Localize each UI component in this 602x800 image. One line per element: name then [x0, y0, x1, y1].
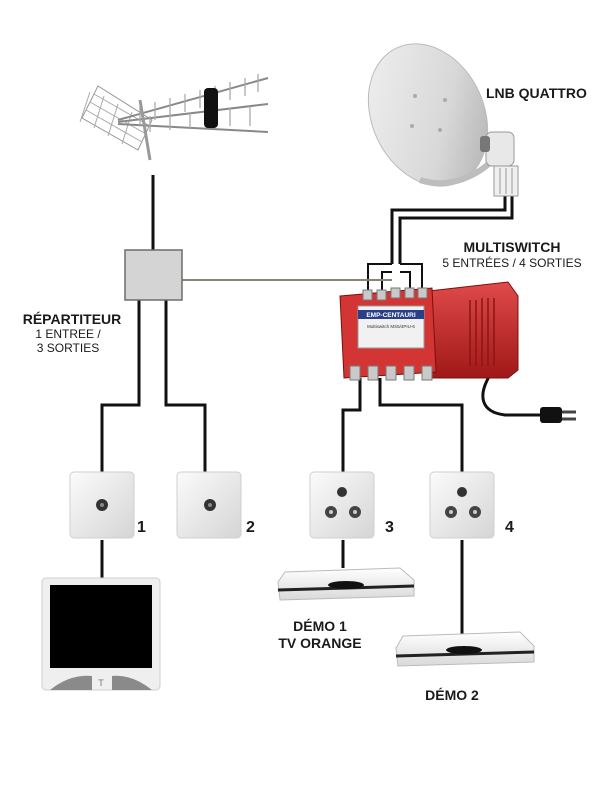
tv-screen — [50, 585, 152, 668]
outlet-number-2: 2 — [246, 519, 255, 536]
wall-outlet-2 — [176, 471, 242, 539]
cable-splitter-outlet2 — [164, 300, 207, 472]
lnb-quattro — [480, 131, 519, 197]
set-top-box-demo1 — [277, 567, 415, 601]
multiswitch-model: Multiswitch MS5/4PIU-6 — [367, 324, 415, 329]
label-splitter: RÉPARTITEUR — [23, 311, 122, 327]
terrestrial-antenna — [79, 74, 269, 161]
power-plug — [540, 407, 576, 423]
wall-outlet-4 — [429, 471, 495, 539]
label-multiswitch-ports: 5 ENTRÉES / 4 SORTIES — [442, 255, 581, 270]
label-demo1-tv-orange: TV ORANGE — [278, 635, 361, 651]
multiswitch-brand: EMP-CENTAURI — [366, 312, 416, 319]
cable-lnb-multiswitch-b — [398, 195, 514, 264]
multiswitch-input-jumpers — [367, 263, 423, 292]
cable-ms-outlet4 — [378, 378, 464, 472]
outlet-number-1: 1 — [137, 519, 146, 536]
outlet-number-3: 3 — [385, 519, 394, 536]
label-splitter-line1: 1 ENTREE / — [35, 327, 101, 341]
cable-splitter-outlet1 — [100, 300, 141, 472]
power-cord — [481, 374, 540, 417]
satellite-dish — [367, 43, 519, 197]
cables — [100, 175, 540, 636]
antenna-balun — [204, 88, 218, 128]
label-lnb-quattro: LNB QUATTRO — [486, 85, 587, 101]
outlet-number-4: 4 — [505, 519, 514, 536]
label-multiswitch: MULTISWITCH — [464, 239, 561, 255]
dish-reflector — [367, 43, 489, 187]
label-splitter-line2: 3 SORTIES — [37, 341, 99, 355]
antenna-reflector — [81, 85, 153, 151]
set-top-box-demo2 — [395, 631, 535, 667]
wall-outlet-1 — [69, 471, 135, 539]
label-demo2: DÉMO 2 — [425, 687, 479, 703]
label-demo1: DÉMO 1 — [293, 618, 347, 634]
television: T — [41, 577, 161, 691]
multiswitch: EMP-CENTAURI Multiswitch MS5/4PIU-6 — [339, 281, 576, 423]
splitter-box — [124, 249, 183, 301]
wall-outlet-3 — [309, 471, 375, 539]
cable-lnb-multiswitch-a — [390, 195, 507, 264]
cable-ms-outlet3 — [341, 378, 362, 472]
tv-logo: T — [98, 678, 104, 688]
